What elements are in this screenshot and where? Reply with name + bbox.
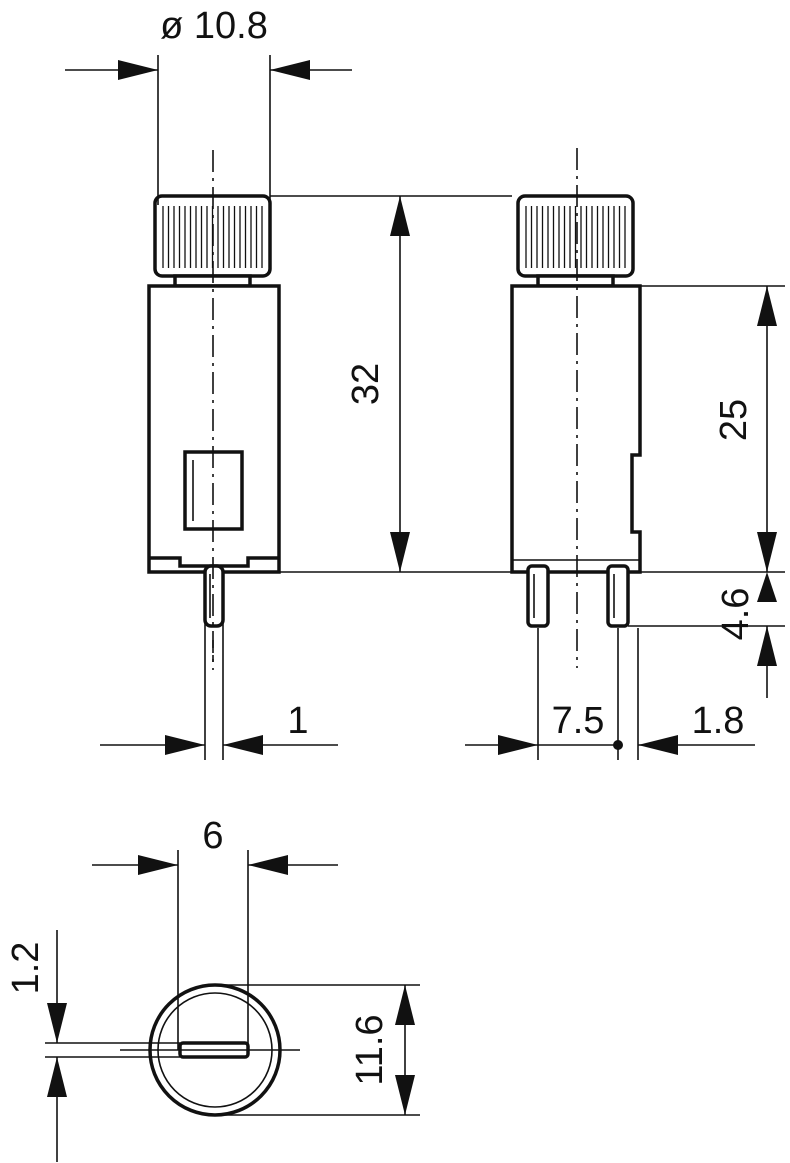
- dim-cap-outer-diameter: 11.6: [349, 1014, 391, 1085]
- dim-body-height-total: 32: [345, 363, 387, 405]
- side-body: [510, 284, 642, 574]
- side-view: [510, 148, 642, 668]
- dim-pin-spacing: 7.5: [552, 700, 605, 742]
- dim-body-height: 25: [713, 399, 755, 441]
- dim-pin-width: 1: [287, 700, 308, 742]
- dim-pin-offset: 1.8: [692, 700, 745, 742]
- side-cap-grip: [525, 206, 626, 268]
- front-view: [147, 150, 281, 670]
- front-pin: [203, 564, 225, 628]
- dim-slot-width: 6: [202, 815, 223, 857]
- side-pin-left: [526, 564, 550, 628]
- dim-slot-height: 1.2: [5, 942, 47, 995]
- dimension-lines: [45, 55, 785, 1162]
- dim-cap-diameter: ø 10.8: [160, 5, 268, 47]
- side-pin-right: [606, 564, 630, 628]
- top-view: [120, 983, 300, 1117]
- dim-pin-length: 4.6: [715, 588, 757, 641]
